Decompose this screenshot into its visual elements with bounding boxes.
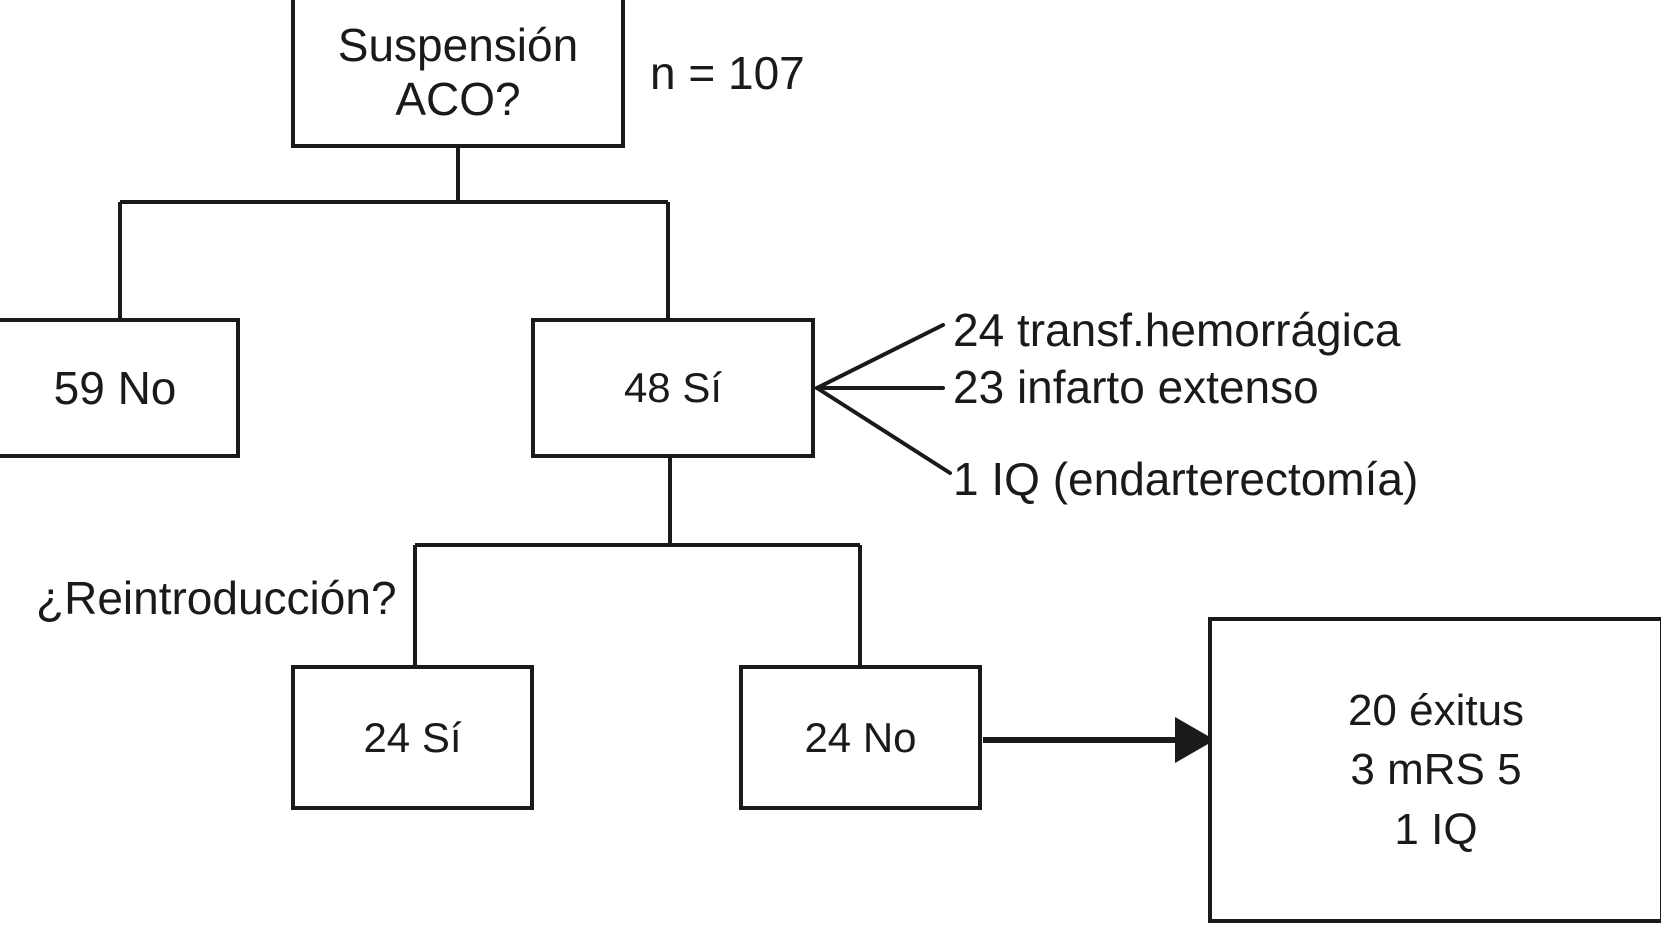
annotation-infarto-extenso: 23 infarto extenso <box>953 361 1319 413</box>
annotation-iq-endarterectomia: 1 IQ (endarterectomía) <box>953 453 1419 505</box>
arrow-no24-to-outcome <box>983 717 1215 763</box>
leader-line-iq <box>815 386 952 475</box>
node-59-no[interactable]: 59 No <box>0 318 240 458</box>
label-total-n: n = 107 <box>650 47 805 99</box>
node-24-no[interactable]: 24 No <box>739 665 982 810</box>
node-24-si[interactable]: 24 Sí <box>291 665 534 810</box>
label-reintroduccion-question: ¿Reintroducción? <box>36 572 397 624</box>
leader-line-transfusion <box>815 323 945 390</box>
annotation-transfusion-hemorragica: 24 transf.hemorrágica <box>953 304 1401 356</box>
node-root-suspension-aco[interactable]: Suspensión ACO? <box>291 0 625 148</box>
node-outcome-summary[interactable]: 20 éxitus 3 mRS 5 1 IQ <box>1208 617 1661 923</box>
node-48-si[interactable]: 48 Sí <box>531 318 815 458</box>
